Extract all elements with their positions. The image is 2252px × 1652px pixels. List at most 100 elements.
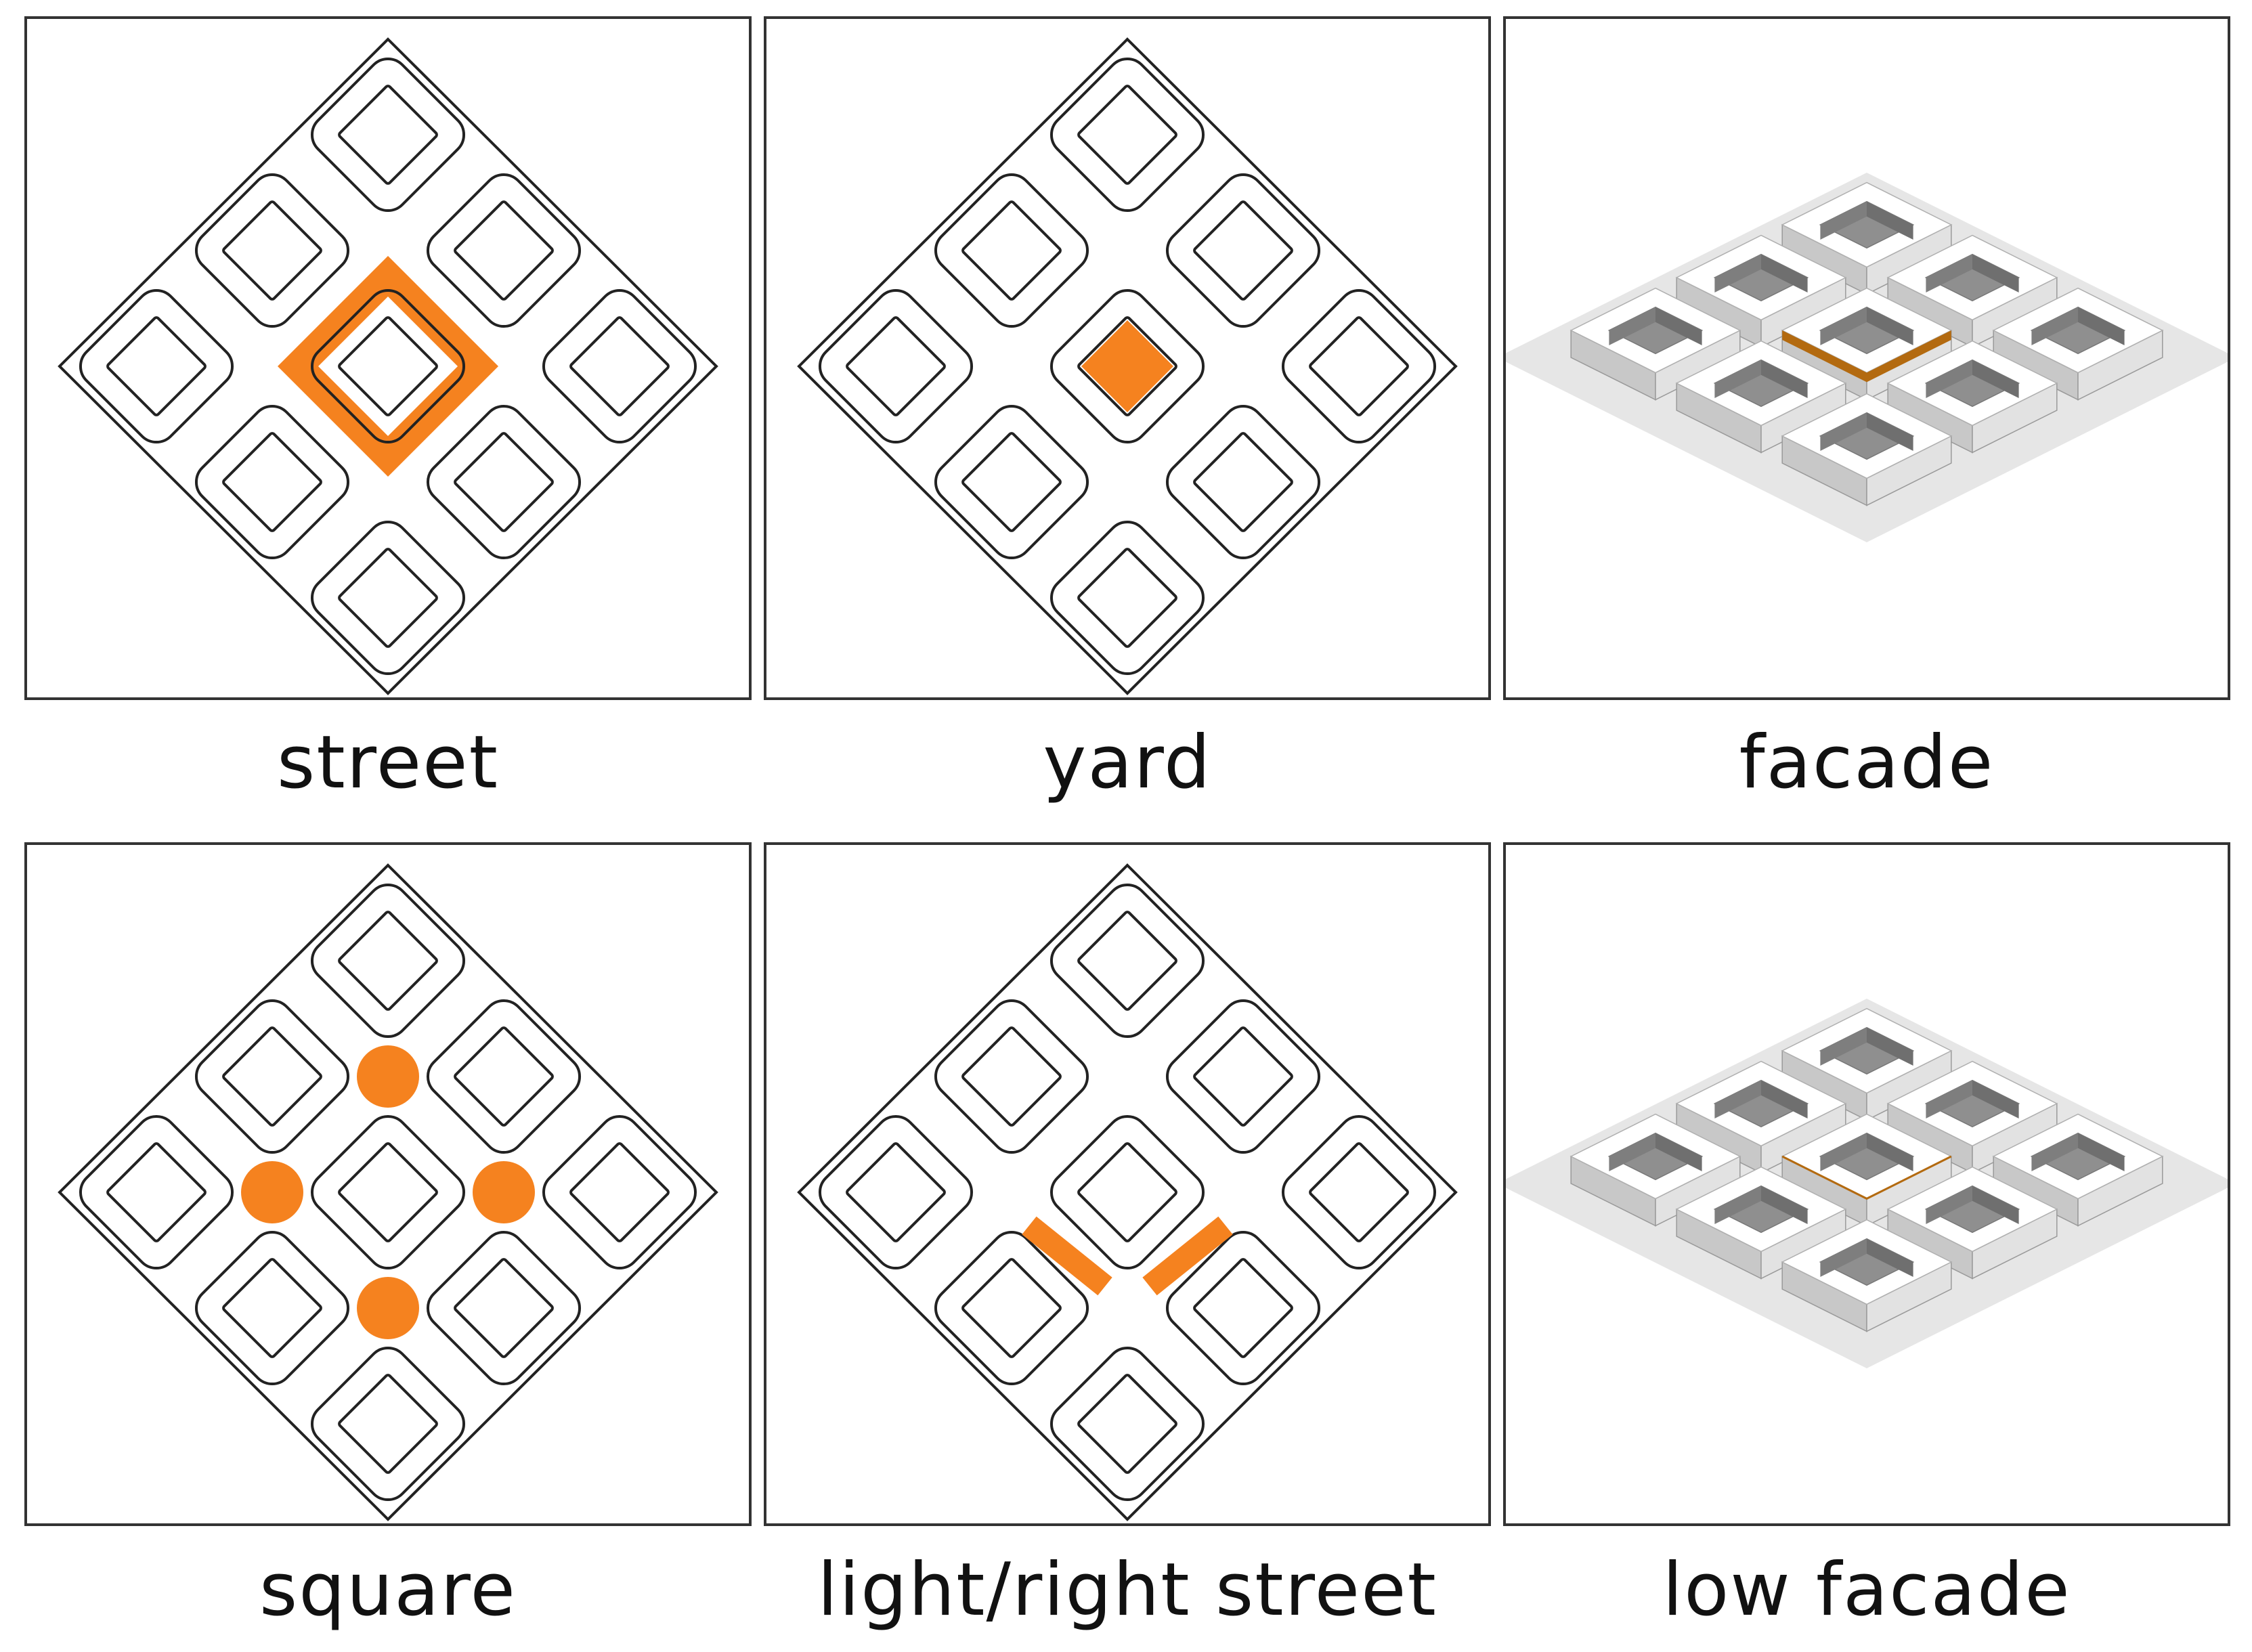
block-courtyard [1819,412,1915,460]
iso-block-4 [1781,1113,1953,1227]
courtyard-wall-shadow [1820,307,1867,345]
courtyard-wall-shadow [1820,201,1867,240]
panel-square [24,842,752,1526]
street-plan [58,37,718,695]
iso-block-1 [1675,234,1847,348]
block-outer-2 [79,1114,234,1270]
isometric-blocks [1506,999,2228,1368]
site-boundary [58,37,718,695]
courtyard-wall-shadow [1972,1080,2019,1118]
block-courtyard [2030,306,2126,355]
block-inner-8 [1077,548,1177,648]
iso-block-4 [1781,287,1953,401]
facade-isometric [1506,173,2228,542]
block-outer-1 [194,173,350,328]
block-inner-4 [1077,316,1177,416]
facade-highlight-right [1867,330,1951,383]
courtyard-wall-shadow [1761,254,1808,292]
block-outer-8 [310,1346,466,1502]
iso-block-7 [1886,1166,2058,1280]
block-courtyard [1819,306,1915,355]
block-outer-3 [426,173,582,328]
caption-light-right-street: light/right street [817,1548,1437,1632]
block-courtyard [1924,253,2020,302]
courtyard-wall-shadow [1820,1027,1867,1066]
iso-block-0 [1781,181,1953,295]
block-inner-6 [1309,1142,1409,1242]
site-boundary [797,37,1458,695]
block-inner-8 [338,1374,438,1474]
block-grid [818,883,1437,1502]
block-courtyard [2030,1132,2126,1181]
block-outer-1 [934,999,1089,1154]
square-north [357,1045,419,1108]
block-inner-0 [1077,85,1177,185]
iso-block-2 [1886,1060,2058,1174]
block-courtyard [1713,1079,1809,1128]
block-outer-5 [934,404,1089,560]
street-segment-right [1142,1216,1233,1296]
courtyard-wall-shadow [1926,254,1972,292]
block-outer-2 [818,1114,974,1270]
courtyard-wall-shadow [1714,1080,1761,1118]
block-outer-6 [542,1114,697,1270]
street-ring-highlight [278,256,498,477]
courtyard-wall-shadow [1655,1133,1702,1171]
panel-street [24,16,752,700]
block-inner-3 [1193,200,1293,301]
block-outer-8 [310,520,466,676]
block-courtyard [1607,306,1704,355]
panel-light-right-street [764,842,1491,1526]
block-outer-0 [1049,57,1205,213]
courtyard-wall-shadow [1972,360,2019,398]
street-segment-highlights [1022,1216,1233,1296]
block-grid [79,883,697,1502]
courtyard-wall-shadow [1926,1080,1972,1118]
panel-low-facade [1503,842,2230,1526]
block-outer-4 [310,288,466,444]
block-courtyard [1713,359,1809,408]
block-inner-0 [338,911,438,1011]
square-west [241,1161,303,1223]
block-outer-3 [1165,173,1321,328]
yard-plan [797,37,1458,695]
courtyard-wall-shadow [1609,307,1655,345]
street-highlight [278,256,498,477]
iso-block-1 [1675,1060,1847,1174]
block-courtyard [1924,359,2020,408]
block-inner-2 [106,316,207,416]
caption-yard: yard [1043,720,1212,805]
courtyard-wall-shadow [1867,1027,1913,1066]
block-outer-4 [310,1114,466,1270]
iso-block-5 [1992,1113,2164,1227]
block-inner-6 [569,316,670,416]
block-outer-8 [1049,520,1205,676]
block-outer-1 [194,999,350,1154]
courtyard-wall-shadow [2078,307,2125,345]
courtyard-wall-shadow [1761,1080,1808,1118]
block-inner-6 [1309,316,1409,416]
block-outer-5 [194,404,350,560]
courtyard-wall-shadow [2031,1133,2078,1171]
iso-block-5 [1992,287,2164,401]
courtyard-wall-shadow [1972,254,2019,292]
block-courtyard [1819,1132,1915,1181]
block-inner-5 [222,432,322,532]
courtyard-wall-shadow [1761,1186,1808,1224]
courtyard-highlight [1081,320,1173,412]
block-outer-4 [1049,1114,1205,1270]
block-outer-3 [426,999,582,1154]
iso-block-7 [1886,340,2058,454]
block-grid [79,57,697,676]
iso-block-6 [1675,1166,1847,1280]
courtyard-wall-shadow [1867,412,1913,451]
courtyard-wall-shadow [1867,1238,1913,1277]
block-courtyard [1819,1026,1915,1075]
square-east [473,1161,535,1223]
block-inner-1 [961,200,1062,301]
block-inner-2 [106,1142,207,1242]
block-inner-1 [222,200,322,301]
block-inner-2 [846,1142,946,1242]
block-inner-5 [961,1258,1062,1358]
